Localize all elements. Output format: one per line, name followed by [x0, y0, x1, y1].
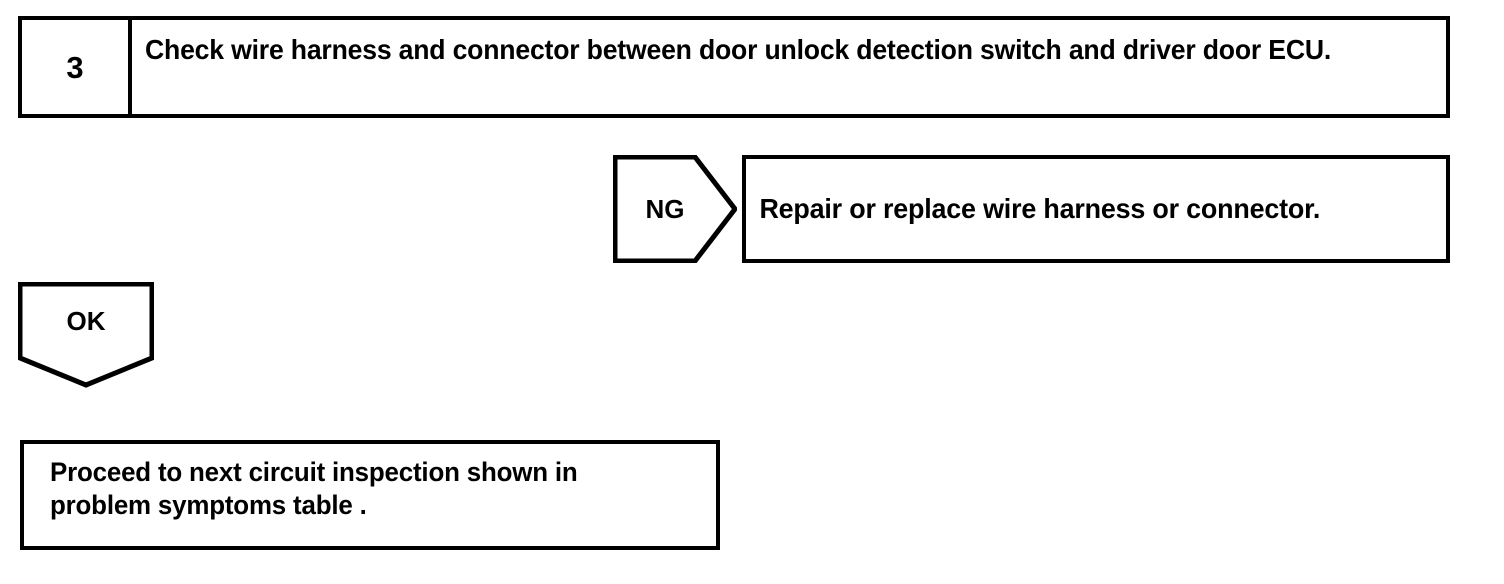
step-instruction-text: Check wire harness and connector between…: [145, 34, 1332, 65]
ok-result-text: Proceed to next circuit inspection shown…: [50, 457, 578, 520]
ng-connector-shape: [613, 155, 737, 263]
ok-connector-shape: [18, 282, 154, 388]
ng-result-box: Repair or replace wire harness or connec…: [742, 155, 1450, 263]
step-box: 3 Check wire harness and connector betwe…: [18, 16, 1450, 118]
ng-result-text: Repair or replace wire harness or connec…: [759, 193, 1321, 225]
ng-pentagon-icon: [613, 155, 737, 263]
step-number: 3: [66, 49, 84, 85]
ok-pentagon-icon: [18, 282, 154, 388]
ok-result-box: Proceed to next circuit inspection shown…: [20, 440, 720, 550]
step-number-cell: 3: [22, 20, 132, 114]
step-instruction-cell: Check wire harness and connector between…: [132, 20, 1446, 114]
